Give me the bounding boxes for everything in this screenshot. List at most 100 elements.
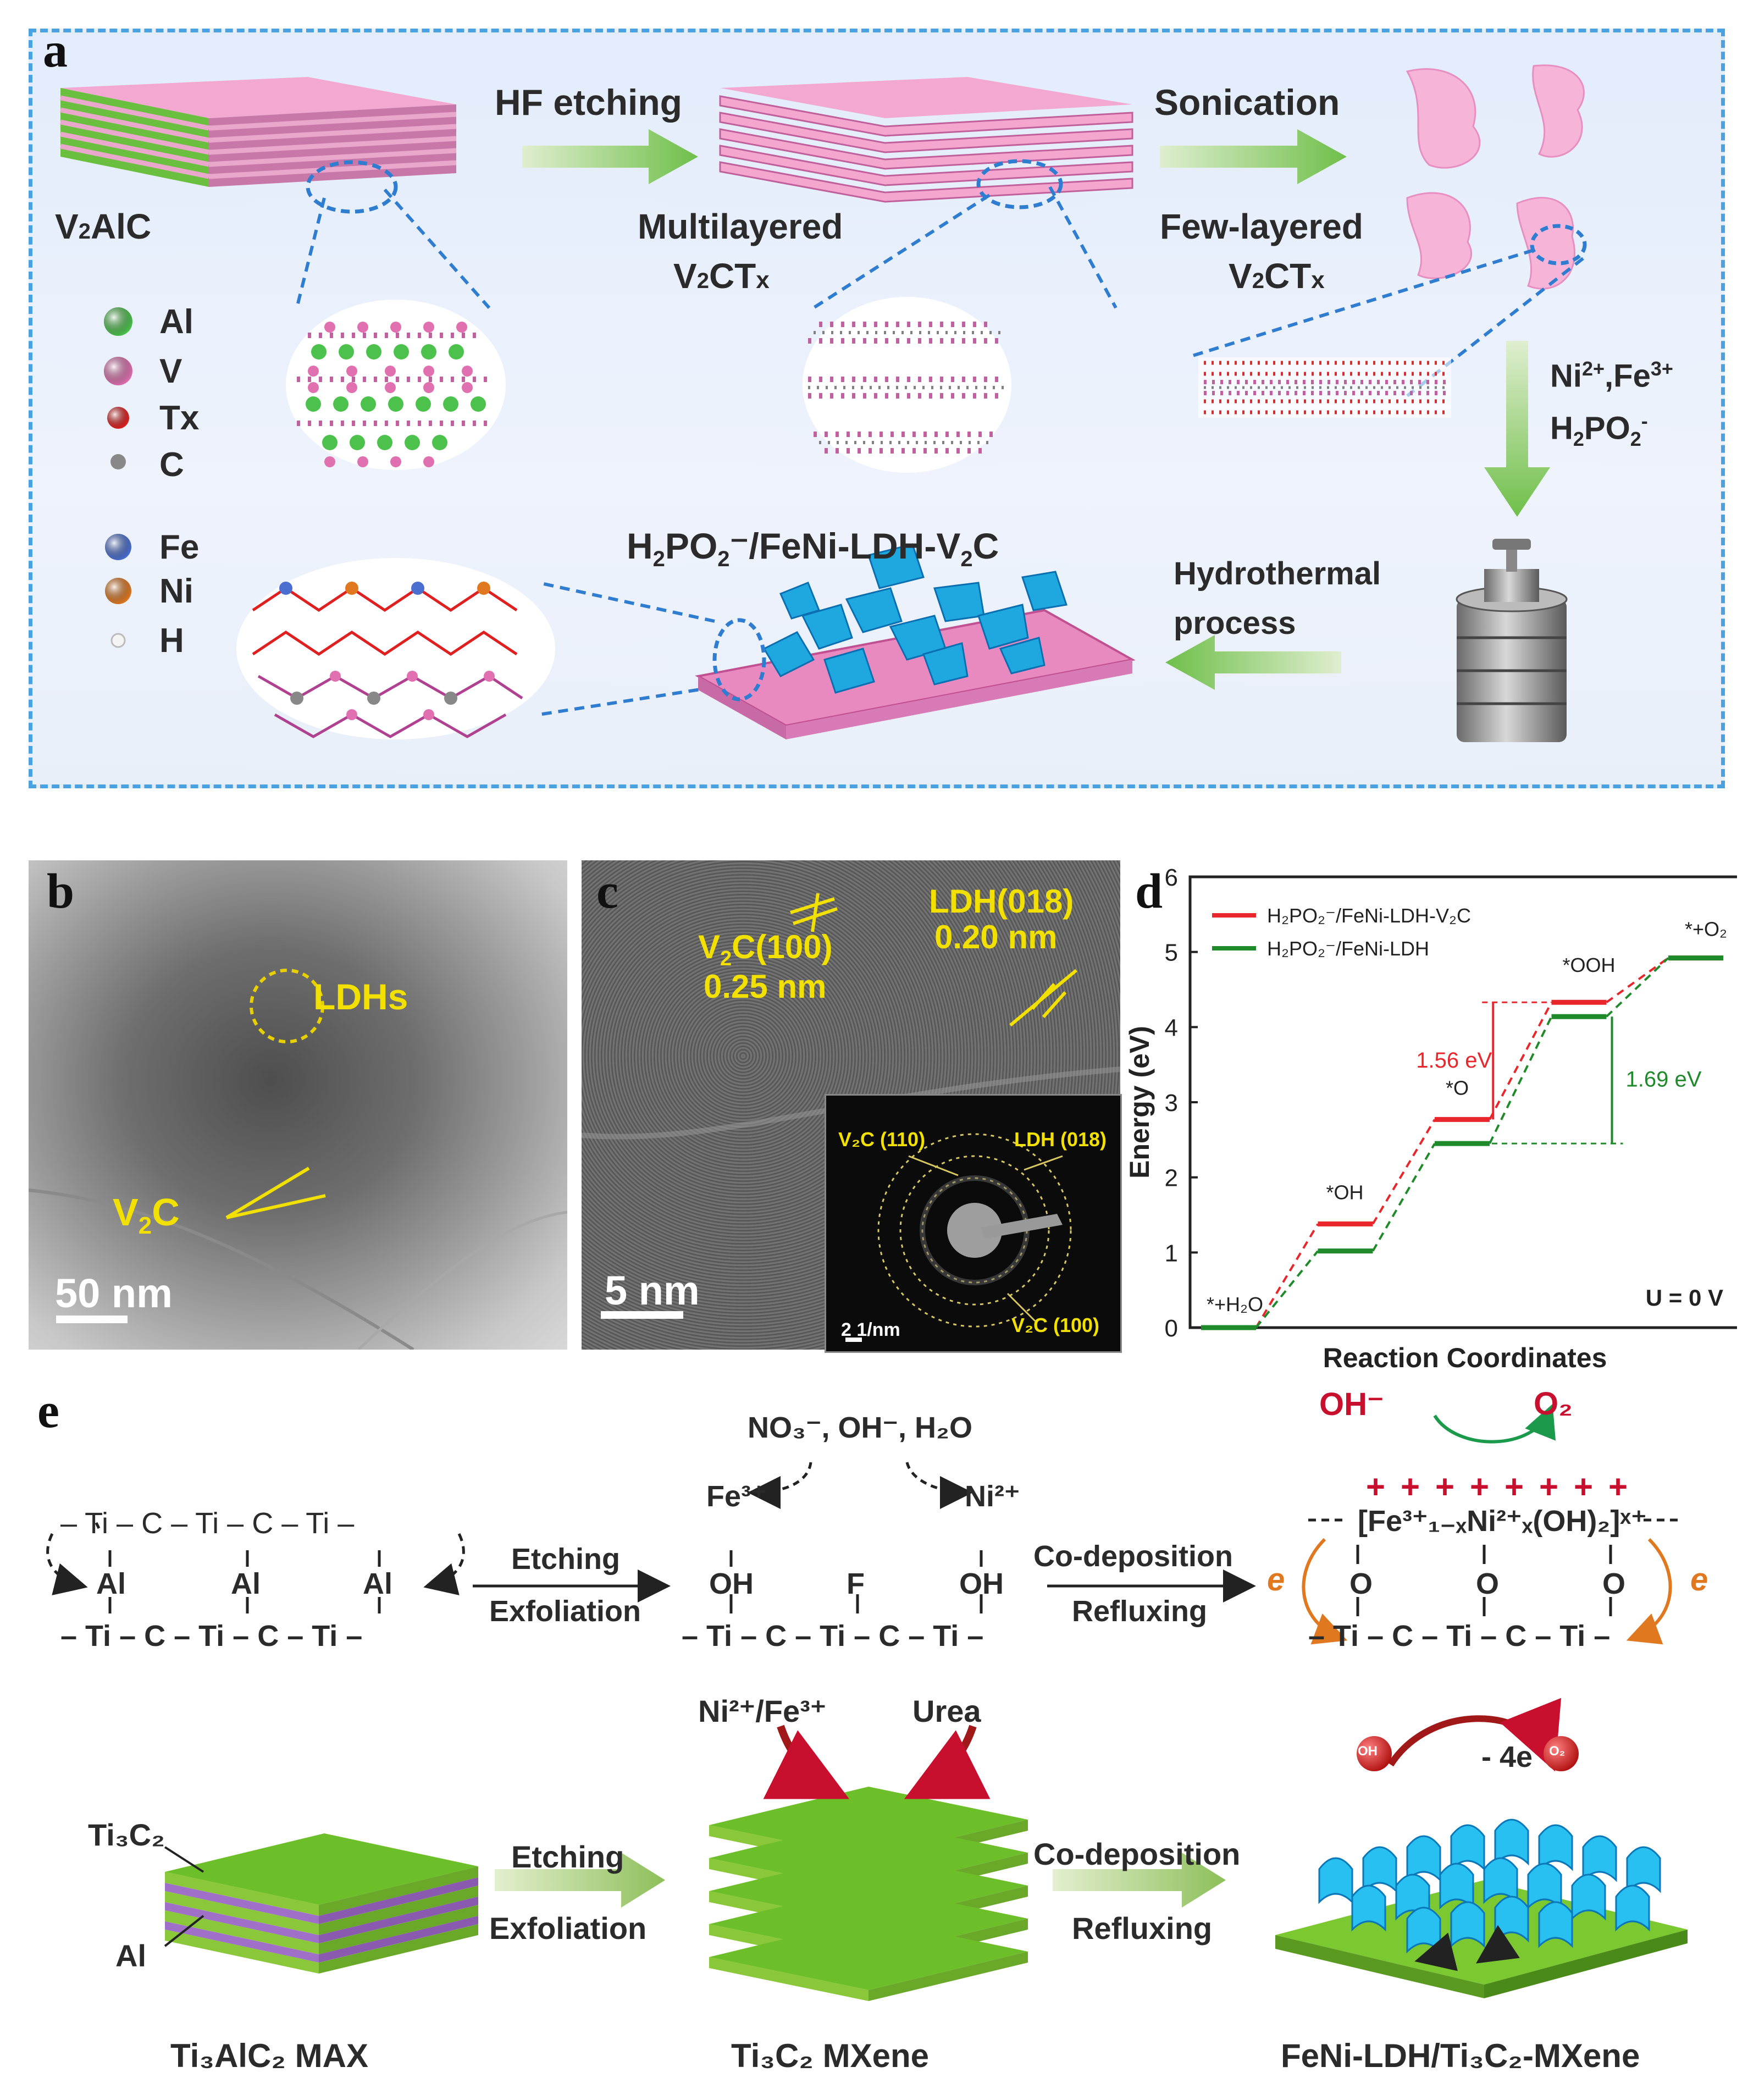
gap-red-label: 1.56 eV: [1416, 1048, 1492, 1073]
zoom-multilayer: [803, 297, 1011, 473]
electron-left: e: [1267, 1562, 1285, 1598]
v2alc-label: V2AlC: [55, 207, 152, 246]
electron-right: e: [1690, 1562, 1708, 1598]
potential-label: U = 0 V: [1646, 1285, 1723, 1311]
oh-minus-label: OH⁻: [1319, 1386, 1384, 1422]
reagent-line-1: Ni2+,Fe3+: [1550, 357, 1673, 394]
minus-4e-label: - 4e: [1481, 1740, 1533, 1773]
exfoliation-label: Exfoliation: [489, 1595, 641, 1628]
etching-3d-label: Etching: [511, 1839, 624, 1874]
mxene-row: – Ti – C – Ti – C – Ti –: [682, 1620, 984, 1653]
al-1: Al: [96, 1567, 126, 1600]
multilayer-label-1: Multilayered: [638, 207, 843, 246]
refluxing-label: Refluxing: [1072, 1595, 1208, 1628]
hydrothermal-label-1: Hydrothermal: [1174, 556, 1381, 592]
o2-ball-label: O₂: [1549, 1744, 1566, 1759]
legend-fe: Fe: [159, 528, 200, 566]
saed-scale: 2 1/nm: [841, 1319, 900, 1340]
y-tick-label: 1: [1165, 1240, 1178, 1267]
reagent-line-2: H2PO2-: [1550, 410, 1648, 450]
oh-ball-label: OH: [1358, 1744, 1378, 1759]
plot-frame: [1188, 875, 1737, 1329]
ldh-018-spacing: 0.20 nm: [934, 919, 1058, 955]
legend-label: H₂PO₂⁻/FeNi-LDH: [1267, 937, 1429, 960]
v2c-label: V2C: [113, 1191, 180, 1239]
panel-b-tem-image: [29, 860, 567, 1350]
max-caption: Ti₃AlC₂ MAX: [170, 2037, 368, 2074]
atom-legend: [104, 307, 132, 648]
multilayer-stack: [719, 77, 1133, 209]
orange-arrow-left: [1302, 1538, 1348, 1645]
max-block: [164, 1833, 478, 1974]
legend-al: Al: [159, 303, 193, 341]
ldh-structure-bonds: [1308, 1518, 1682, 1616]
orange-arrow-right: [1626, 1538, 1672, 1645]
svg-text:+: +: [1574, 1468, 1593, 1505]
ldh-mxene-row: – Ti – C – Ti – C – Ti –: [1308, 1620, 1611, 1653]
panel-d-letter: d: [1135, 864, 1163, 919]
legend-c: C: [159, 446, 184, 484]
saed-inset: [825, 1094, 1122, 1353]
panel-c-letter: c: [596, 864, 618, 919]
few-layer-slab: [1198, 357, 1451, 418]
fe-label: Fe³⁺: [706, 1480, 767, 1513]
energy-connector: [1606, 957, 1669, 1018]
legend-tx: Tx: [159, 399, 200, 437]
positive-charges: ++ ++ ++ ++: [1366, 1468, 1628, 1505]
refluxing-3d-label: Refluxing: [1072, 1911, 1213, 1946]
y-tick-label: 6: [1165, 864, 1178, 891]
step-label: *+O₂: [1685, 918, 1727, 941]
o-left: O: [1349, 1567, 1373, 1600]
composite-block: [1275, 1698, 1688, 1998]
nife-ions-label: Ni²⁺/Fe³⁺: [698, 1694, 827, 1728]
y-tick-label: 4: [1165, 1014, 1178, 1041]
saed-v2c-110: V₂C (110): [838, 1128, 926, 1151]
o-right: O: [1602, 1567, 1626, 1600]
urea-label: Urea: [912, 1694, 981, 1728]
mxene-caption: Ti₃C₂ MXene: [731, 2037, 930, 2074]
saed-v2c-100: V₂C (100): [1011, 1314, 1100, 1336]
multilayer-label-2: V2CTx: [673, 256, 770, 296]
gap-green-label: 1.69 eV: [1626, 1068, 1702, 1092]
product-label: H2PO2⁻/FeNi-LDH-V2C: [627, 526, 999, 572]
step-label: *OH: [1326, 1181, 1364, 1203]
y-tick-label: 2: [1165, 1165, 1178, 1192]
sonication-label: Sonication: [1154, 82, 1340, 123]
al-3: Al: [363, 1567, 392, 1600]
etching-label: Etching: [511, 1543, 620, 1576]
autoclave: [1456, 539, 1568, 742]
hydrothermal-label-2: process: [1174, 605, 1296, 641]
zoom-v2alc: [286, 300, 506, 470]
panel-e-scheme: ++ ++ ++ ++: [46, 1403, 1688, 2001]
legend-h: H: [159, 622, 184, 660]
step-label: *OOH: [1563, 954, 1616, 976]
codeposition-3d-label: Co-deposition: [1033, 1837, 1241, 1871]
svg-text:+: +: [1539, 1468, 1558, 1505]
y-tick-label: 0: [1165, 1315, 1178, 1342]
mid-structure-bonds: [729, 1462, 983, 1613]
energy-connector: [1255, 1250, 1319, 1329]
max-structure-bonds: [46, 1522, 465, 1613]
ldh-on-v2c: [695, 543, 1136, 739]
svg-text:+: +: [1435, 1468, 1454, 1505]
energy-connector: [1489, 1002, 1553, 1120]
hf-etching-label: HF etching: [495, 82, 682, 123]
arrow-hf: [522, 129, 698, 184]
o-mid: O: [1476, 1567, 1500, 1600]
arrow-hydro: [1165, 635, 1341, 690]
v2c-100-spacing: 0.25 nm: [704, 968, 827, 1005]
few-layer-label-2: V2CTx: [1229, 256, 1325, 296]
panel-b-letter: b: [47, 864, 75, 919]
y-tick-label: 3: [1165, 1090, 1178, 1117]
f-mid: F: [847, 1567, 865, 1600]
ldhs-label: LDHs: [313, 976, 408, 1017]
arrow-codeposition-3d: [1053, 1853, 1226, 1908]
ldh-lattice: [236, 558, 555, 739]
svg-text:+: +: [1366, 1468, 1385, 1505]
ni-label: Ni²⁺: [965, 1480, 1020, 1513]
scale-bar-c: 5 nm: [605, 1268, 700, 1313]
panel-a-drawing: [60, 64, 1587, 742]
few-layer-label-1: Few-layered: [1160, 207, 1363, 246]
arrow-down: [1484, 341, 1550, 517]
exfoliation-3d-label: Exfoliation: [489, 1911, 647, 1946]
